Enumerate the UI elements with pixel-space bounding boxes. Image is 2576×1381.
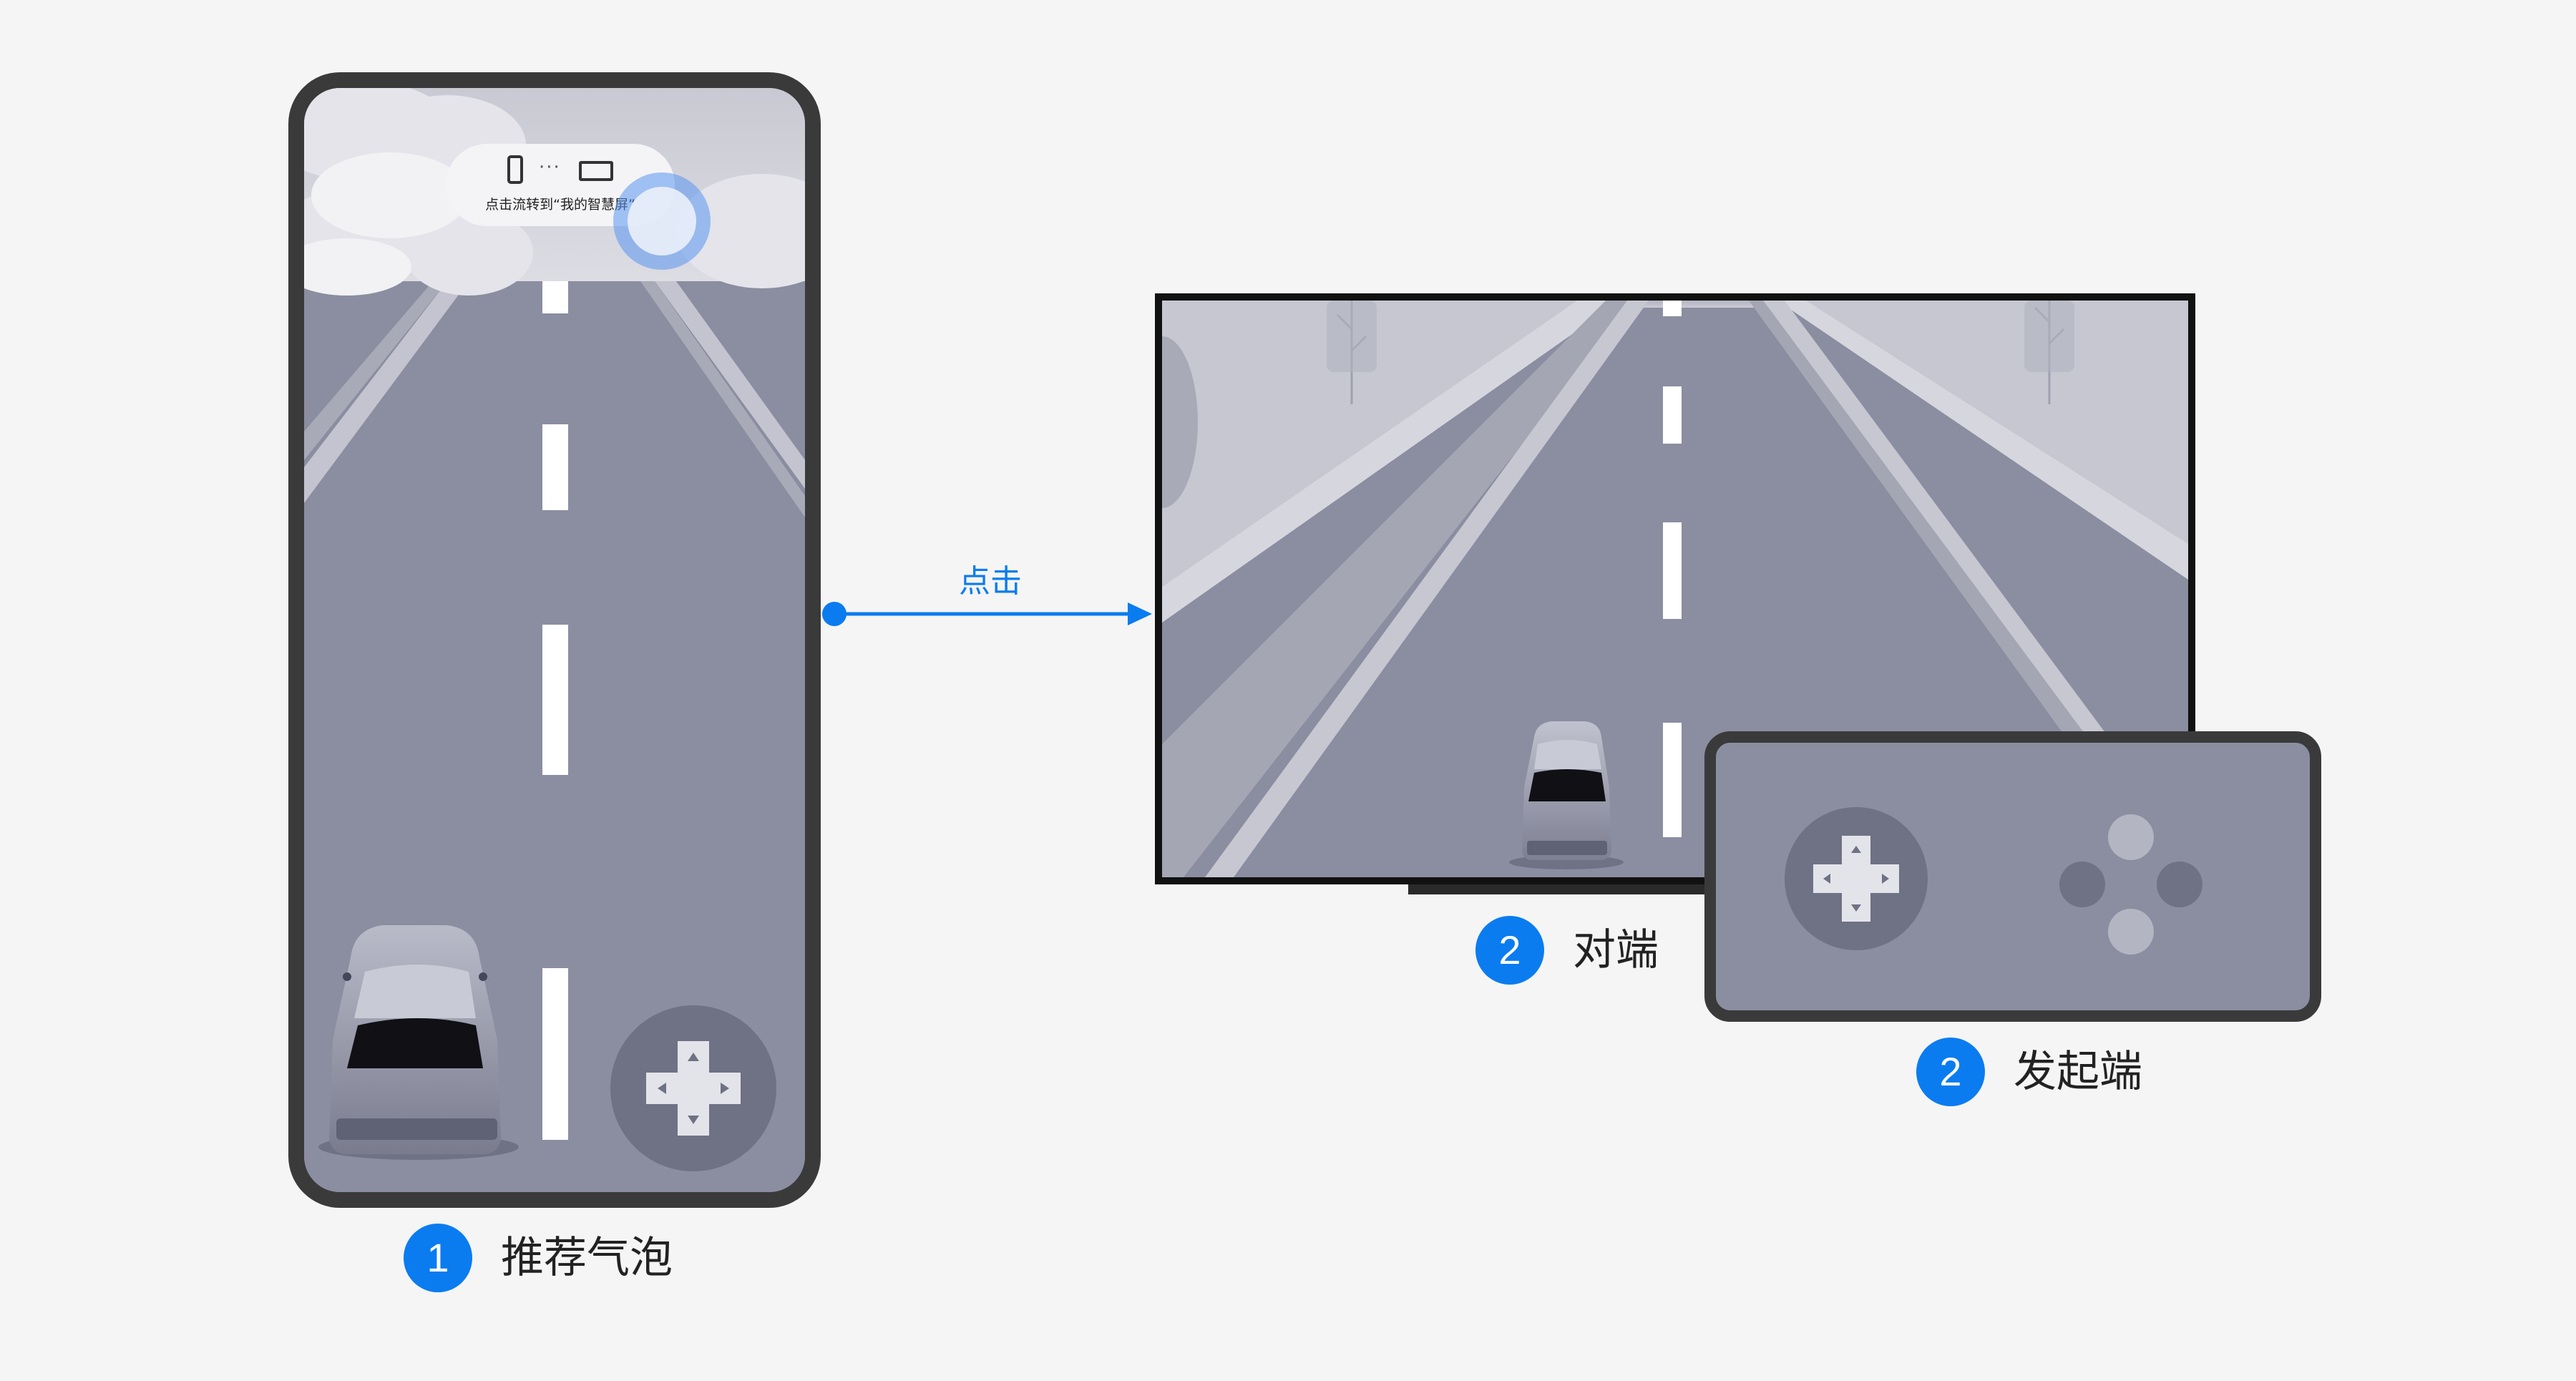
button-left[interactable]	[2059, 862, 2105, 907]
step-2-remote-label: 对端	[1573, 925, 1659, 975]
arrow-label: 点击	[959, 563, 1022, 600]
tv-car	[1509, 721, 1624, 869]
phone-game-scene	[304, 88, 805, 1192]
step-1-label: 推荐气泡	[501, 1233, 673, 1283]
button-right[interactable]	[2157, 862, 2202, 907]
button-top[interactable]	[2108, 814, 2154, 860]
tv-device-icon	[579, 161, 613, 181]
bubble-dots: ···	[539, 157, 561, 178]
phone-device: ··· 点击流转到“我的智慧屏”	[288, 72, 821, 1208]
phone-device-icon	[507, 155, 523, 184]
step-2-initiator-label: 发起端	[2014, 1047, 2142, 1097]
player-car	[318, 925, 519, 1160]
controller-device	[1704, 731, 2321, 1022]
controller-dpad[interactable]	[1785, 807, 1928, 950]
tap-indicator	[613, 172, 711, 270]
step-1-badge: 1	[404, 1224, 472, 1292]
tv-stand-shadow	[1408, 882, 1709, 894]
bubble-text: 点击流转到“我的智慧屏”	[485, 197, 635, 213]
step-2-initiator-badge: 2	[1916, 1038, 1985, 1106]
button-bottom[interactable]	[2108, 909, 2154, 955]
flow-arrow	[822, 602, 1152, 626]
step-2-remote-badge: 2	[1475, 916, 1544, 985]
dpad-control[interactable]	[610, 1005, 776, 1171]
